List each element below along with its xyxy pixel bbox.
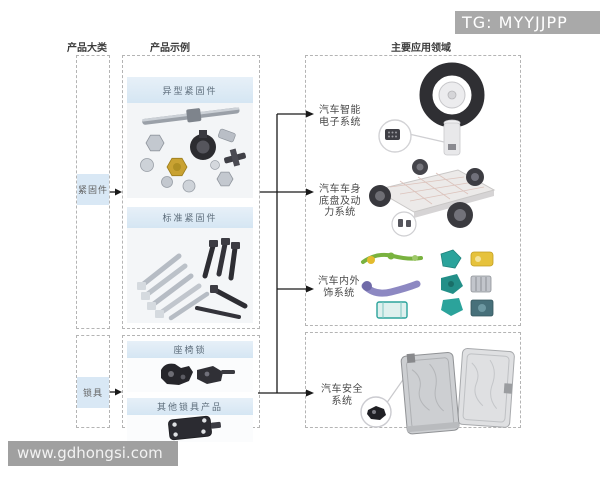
fasteners-category-box: [76, 55, 110, 329]
example-label-other-locks: 其他锁具产品: [127, 398, 253, 415]
smart-electronics-photo: [370, 60, 490, 179]
standard-fasteners-photo: [127, 228, 253, 323]
application-label-body-chassis-power: 汽车车身 底盘及动 力系统: [319, 184, 361, 219]
applications-box-top: [305, 55, 521, 326]
chassis-photo: [360, 156, 500, 244]
example-label-special-fasteners: 异型紧固件: [127, 77, 253, 103]
application-label-safety-system: 汽车安全 系统: [321, 384, 363, 407]
special-fasteners-photo: [127, 103, 253, 198]
other-locks-photo: [127, 415, 253, 442]
column-header-applications: 主要应用领域: [391, 43, 451, 54]
category-label-locks: 锁具: [77, 377, 109, 408]
safety-seat-photo: [352, 344, 520, 443]
column-header-category: 产品大类: [67, 43, 107, 54]
locks-category-box: [76, 335, 110, 428]
seat-lock-photo: [127, 358, 253, 392]
fasteners-examples-box: [122, 55, 260, 329]
trim-parts-photo: [357, 246, 502, 328]
column-header-examples: 产品示例: [150, 43, 190, 54]
watermark-bar: www.gdhongsi.com: [8, 441, 178, 466]
telegram-badge: TG: MYYJJPP: [455, 11, 600, 34]
application-label-smart-electronics: 汽车智能 电子系统: [319, 105, 361, 128]
example-label-seat-lock: 座椅锁: [127, 341, 253, 358]
application-label-interior-exterior-trim: 汽车内外 饰系统: [318, 276, 360, 299]
category-label-fasteners: 紧固件: [77, 174, 109, 205]
example-label-standard-fasteners: 标准紧固件: [127, 207, 253, 228]
